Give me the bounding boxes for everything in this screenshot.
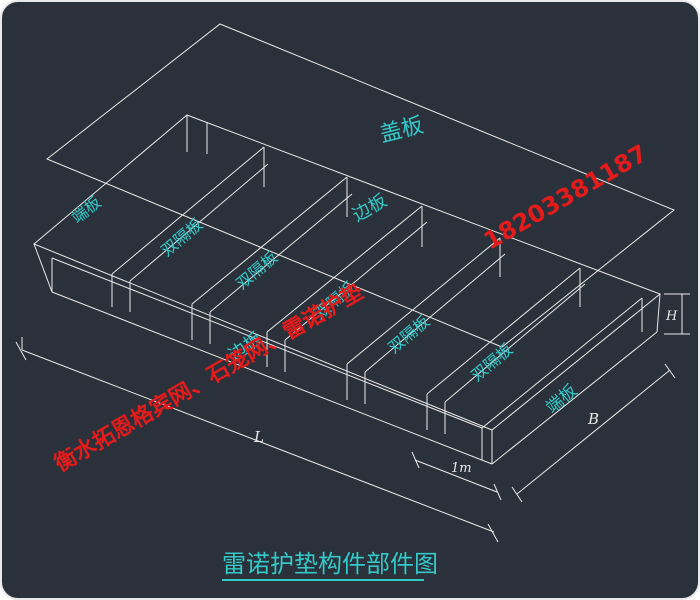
- box-bottom-edge: [51, 291, 493, 465]
- box-right-back-edge: [656, 293, 661, 333]
- dimension-h-label: H: [665, 309, 678, 324]
- dimension-l-line: [21, 349, 495, 533]
- dimension-b-label: B: [587, 410, 599, 428]
- diagram-title: 雷诺护垫构件部件图: [222, 550, 438, 578]
- side-panel-back-label: 边板: [349, 190, 391, 226]
- box-right-bottom-edge: [491, 331, 658, 465]
- diaphragm-label-5: 双隔板: [467, 340, 516, 385]
- dimension-1m-label: 1m: [451, 461, 472, 476]
- box-left-front-edge: [33, 243, 53, 293]
- diaphragm-1: [111, 146, 265, 275]
- diaphragm-label-1: 双隔板: [157, 215, 206, 260]
- lid-label: 盖板: [377, 113, 426, 148]
- diaphragm-3: [266, 205, 423, 333]
- dimension-b-line: [516, 369, 671, 495]
- diaphragm-4: [346, 237, 501, 365]
- watermark-company: 衡水拓恩格宾网、石笼网、雷诺护垫: [50, 279, 368, 478]
- diaphragm-2: [191, 176, 348, 305]
- diaphragm-5: [426, 267, 581, 395]
- watermark-phone: 18203381187: [479, 139, 652, 255]
- end-panel-left-label: 端板: [68, 192, 105, 227]
- lid-panel: [46, 23, 675, 348]
- diaphragm-label-4: 双隔板: [384, 312, 433, 357]
- end-panel-right-label: 端板: [542, 381, 581, 418]
- dimension-l-label: L: [253, 428, 264, 446]
- right-end-panel: [481, 297, 643, 429]
- dimension-1m-line: [414, 459, 498, 493]
- diaphragm-label-2: 双隔板: [232, 248, 281, 293]
